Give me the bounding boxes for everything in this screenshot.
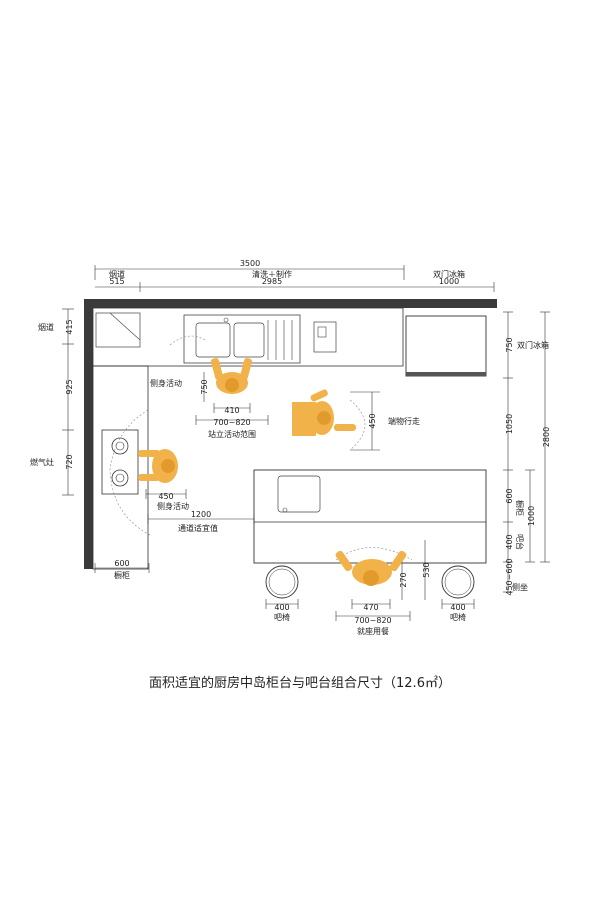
label-flue-top: 烟道: [109, 269, 125, 279]
dim-stool-left: 400: [274, 603, 289, 612]
dim-pass-depth: 750: [200, 379, 209, 394]
dim-seat-h: 530: [422, 562, 431, 577]
sink-unit: [183, 314, 301, 364]
island-counter: [253, 469, 487, 564]
dim-right-1000: 1000: [527, 506, 536, 526]
stool-right: [441, 565, 475, 599]
label-right-cab: 橱柜: [515, 500, 525, 516]
dim-seat-range: 700~820: [354, 616, 391, 625]
label-side-active: 侧身活动: [150, 378, 182, 388]
dim-stand-inner: 410: [224, 406, 239, 415]
label-prep-top: 清洗＋制作: [252, 269, 292, 279]
person-carrying: [292, 389, 356, 436]
label-aisle: 通道适宜值: [178, 523, 218, 533]
label-fridge-top: 双门冰箱: [433, 269, 465, 279]
dim-seat-depth: 270: [399, 572, 408, 587]
sink-bowl-right: [233, 322, 265, 358]
dim-total-width: 3500: [240, 259, 260, 268]
label-stool-right: 吧椅: [450, 612, 466, 622]
dim-right-750: 750: [505, 337, 514, 352]
dim-stove-span: 720: [65, 454, 74, 469]
dim-prep-width: 2985: [262, 277, 282, 286]
top-wall: [84, 299, 497, 308]
dim-side-active-2: 450: [368, 413, 377, 428]
label-fridge-right: 双门冰箱: [517, 340, 549, 350]
dim-cabinet-depth: 600: [114, 559, 129, 568]
label-pass: 端物行走: [388, 416, 420, 426]
person-seated: [335, 550, 407, 586]
dim-flue-width: 515: [109, 277, 124, 286]
dim-right-600: 600: [505, 488, 514, 503]
fridge: [405, 315, 487, 377]
label-side-active-2: 侧身活动: [157, 501, 189, 511]
dim-seat-inner: 470: [363, 603, 378, 612]
dim-stool-right: 400: [450, 603, 465, 612]
island-sink: [277, 475, 321, 513]
dim-right-1050: 1050: [505, 414, 514, 434]
label-stool-left: 吧椅: [274, 612, 290, 622]
person-at-stove: [138, 449, 178, 483]
dim-side-active: 450: [158, 492, 173, 501]
figure-caption: 面积适宜的厨房中岛柜台与吧台组合尺寸（12.6㎡）: [149, 676, 451, 691]
label-cabinet: 橱柜: [114, 570, 130, 580]
dim-aisle: 1200: [191, 510, 211, 519]
dim-fridge-width: 1000: [439, 277, 459, 286]
dim-right-400: 400: [505, 534, 514, 549]
dim-stand-range: 700~820: [213, 418, 250, 427]
left-wall: [84, 299, 93, 569]
left-counter: [92, 365, 149, 570]
stool-left: [265, 565, 299, 599]
label-flue-left: 烟道: [38, 322, 54, 332]
label-stand-range: 站立活动范围: [208, 429, 256, 439]
gas-stove: [101, 429, 139, 495]
dim-right-total: 2800: [542, 427, 551, 447]
person-at-sink: [210, 358, 253, 394]
dim-left-mid: 925: [65, 379, 74, 394]
small-appliance: [313, 321, 337, 353]
dim-right-low: 450~600: [505, 558, 514, 595]
label-right-bar: 吧台: [515, 534, 525, 550]
flue-box: [95, 312, 141, 348]
label-right-seat: 侧坐: [512, 582, 528, 592]
label-dining: 就座用餐: [357, 626, 389, 636]
dim-flue-depth: 415: [65, 319, 74, 334]
sink-bowl-left: [195, 322, 231, 358]
label-gas-stove: 燃气灶: [30, 457, 54, 467]
